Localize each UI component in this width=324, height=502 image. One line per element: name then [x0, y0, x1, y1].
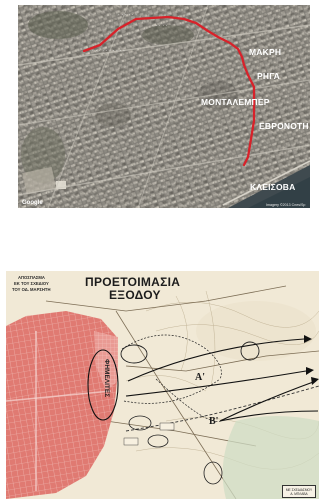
street-label-montalempert: ΜΟΝΤΑΛΕΜΠΕΡ — [201, 97, 270, 107]
small-label: · · · · · — [152, 23, 168, 29]
point-a-label: A' — [195, 372, 205, 383]
town-area — [6, 311, 118, 499]
vertical-positions-label: ΦΗΜΕΛΙΤΕΣ — [103, 359, 110, 397]
unit-circle — [147, 434, 169, 448]
small-label: · · · · · · — [118, 12, 137, 18]
source-note-line1: ΑΠΟΣΠΑΣΜΑ — [18, 275, 45, 280]
unit-circle — [203, 461, 223, 485]
historical-plan-map[interactable]: ΦΗΜΕΛΙΤΕΣ — [6, 271, 319, 499]
imagery-credit: Imagery ©2013 Cnes/Sp — [266, 203, 305, 207]
positions-oval — [87, 349, 119, 421]
point-b-label: B' — [209, 416, 219, 427]
satellite-map-canvas: · · · · · · · · · · · · · · · · · · · · … — [18, 5, 310, 208]
map-logo: Google — [22, 200, 43, 206]
plan-title-line2: ΕΞΟΔΟΥ — [109, 288, 161, 302]
unit-circle — [128, 415, 152, 431]
arrow-heads — [304, 335, 319, 385]
legend-line2: Α. ΜΠΛΑΒΑ — [290, 491, 308, 496]
attack-arrows — [125, 338, 319, 422]
movement-paths — [121, 334, 222, 422]
street-label-kleisova: ΚΛΕΙΣΟΒΑ — [250, 182, 295, 192]
satellite-map[interactable]: · · · · · · · · · · · · · · · · · · · · … — [18, 5, 310, 208]
source-note-line2: ΕΚ ΤΟΥ ΣΧΕΔΙΟΥ — [14, 281, 49, 286]
route-line — [82, 15, 256, 167]
street-label-evronoti: ΕΒΡΟΝΟΤΗ — [259, 121, 309, 131]
street-label-riga: ΡΗΓΑ — [257, 71, 280, 81]
source-note-line3: ΤΟΥ ΟΔ. ΜΑΡΣΗΤΗ — [12, 287, 51, 292]
legend-line1: ΜΕ ΣΧΕΔΙΑΣΜΟΥ — [285, 487, 313, 492]
plan-title-line1: ΠΡΟΕΤΟΙΜΑΣΙΑ — [85, 275, 180, 289]
unit-circle — [240, 341, 260, 361]
railway-line — [125, 385, 319, 432]
small-label: · · · · · · · · · · — [92, 48, 125, 54]
author-legend-box: ΜΕ ΣΧΕΔΙΑΣΜΟΥ Α. ΜΠΛΑΒΑ — [282, 485, 316, 498]
unit-circle — [120, 344, 148, 364]
street-label-makri: ΜΑΚΡΗ — [249, 47, 281, 57]
historical-plan-canvas: ΦΗΜΕΛΙΤΕΣ — [6, 271, 319, 499]
